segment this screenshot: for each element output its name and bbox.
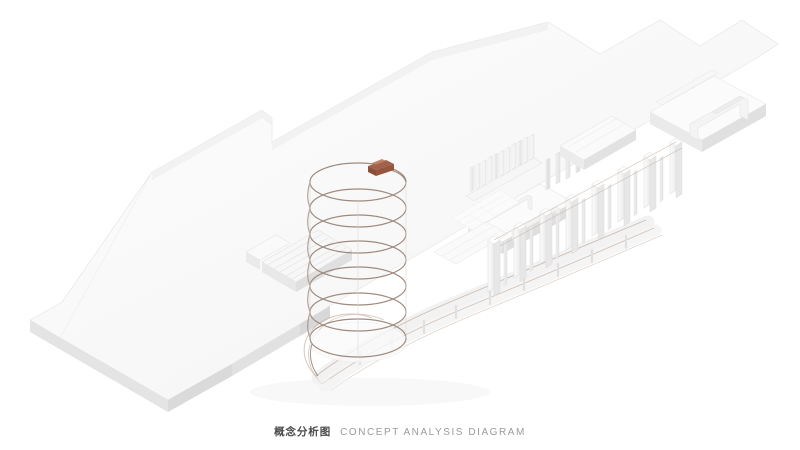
- base-plate: [29, 19, 779, 412]
- paving-grid: [451, 189, 521, 231]
- caption-chinese: 概念分析图: [274, 426, 332, 438]
- canopy-block: [559, 115, 637, 170]
- fin-row-left: [465, 133, 543, 202]
- caption-english: CONCEPT ANALYSIS DIAGRAM: [340, 427, 526, 438]
- pavilion-right: [649, 69, 767, 152]
- helix-cap: [368, 159, 394, 176]
- helix-spiral: [307, 162, 407, 377]
- fin-walls-right: [487, 137, 683, 297]
- figure-caption: 概念分析图 CONCEPT ANALYSIS DIAGRAM: [0, 424, 800, 439]
